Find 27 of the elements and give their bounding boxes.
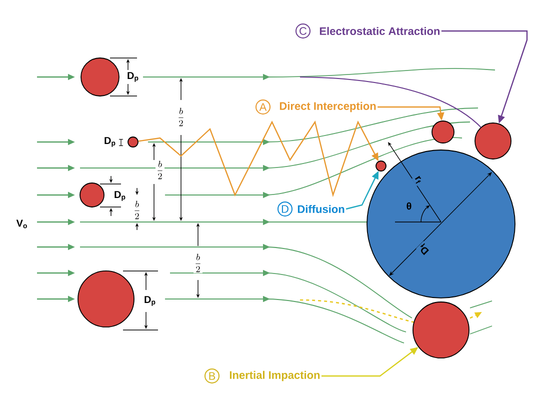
particle-circle <box>474 122 512 160</box>
particle-circle <box>80 58 120 96</box>
dimension-label: D$_{f}$ <box>416 241 432 257</box>
dimension-label: $\frac{b}{2}$ <box>132 200 142 220</box>
fiber-circle <box>366 150 516 298</box>
mechanism-label: Electrostatic Attraction <box>320 26 440 36</box>
particle-circle <box>128 136 138 148</box>
letter-badge: C <box>296 24 310 38</box>
dimension-label: $\frac{b}{2}$ <box>176 106 186 128</box>
velocity-label: V$_{o}$ <box>16 220 27 228</box>
mechanism-label: Diffusion <box>298 204 344 214</box>
letter-badge: B <box>204 368 220 384</box>
angle-label: θ <box>406 202 412 210</box>
particle-circle <box>376 160 386 172</box>
dimension-label: r$_{f}$ <box>412 174 424 186</box>
particle-circle <box>432 120 454 144</box>
leader-arrow <box>138 120 378 198</box>
dimension-label: $\frac{b}{2}$ <box>156 160 165 180</box>
dimension-label: D$_{p}$ <box>143 295 157 307</box>
particle-circle <box>80 182 104 208</box>
particle-circle <box>412 302 470 358</box>
dimension-label: $\frac{b}{2}$ <box>194 252 203 274</box>
letter-badge: D <box>278 202 292 216</box>
particle-circle <box>78 270 134 328</box>
letter-badge: A <box>256 100 270 114</box>
mechanism-label: Inertial Impaction <box>230 370 320 382</box>
mechanism-label: Direct Interception <box>280 102 376 112</box>
